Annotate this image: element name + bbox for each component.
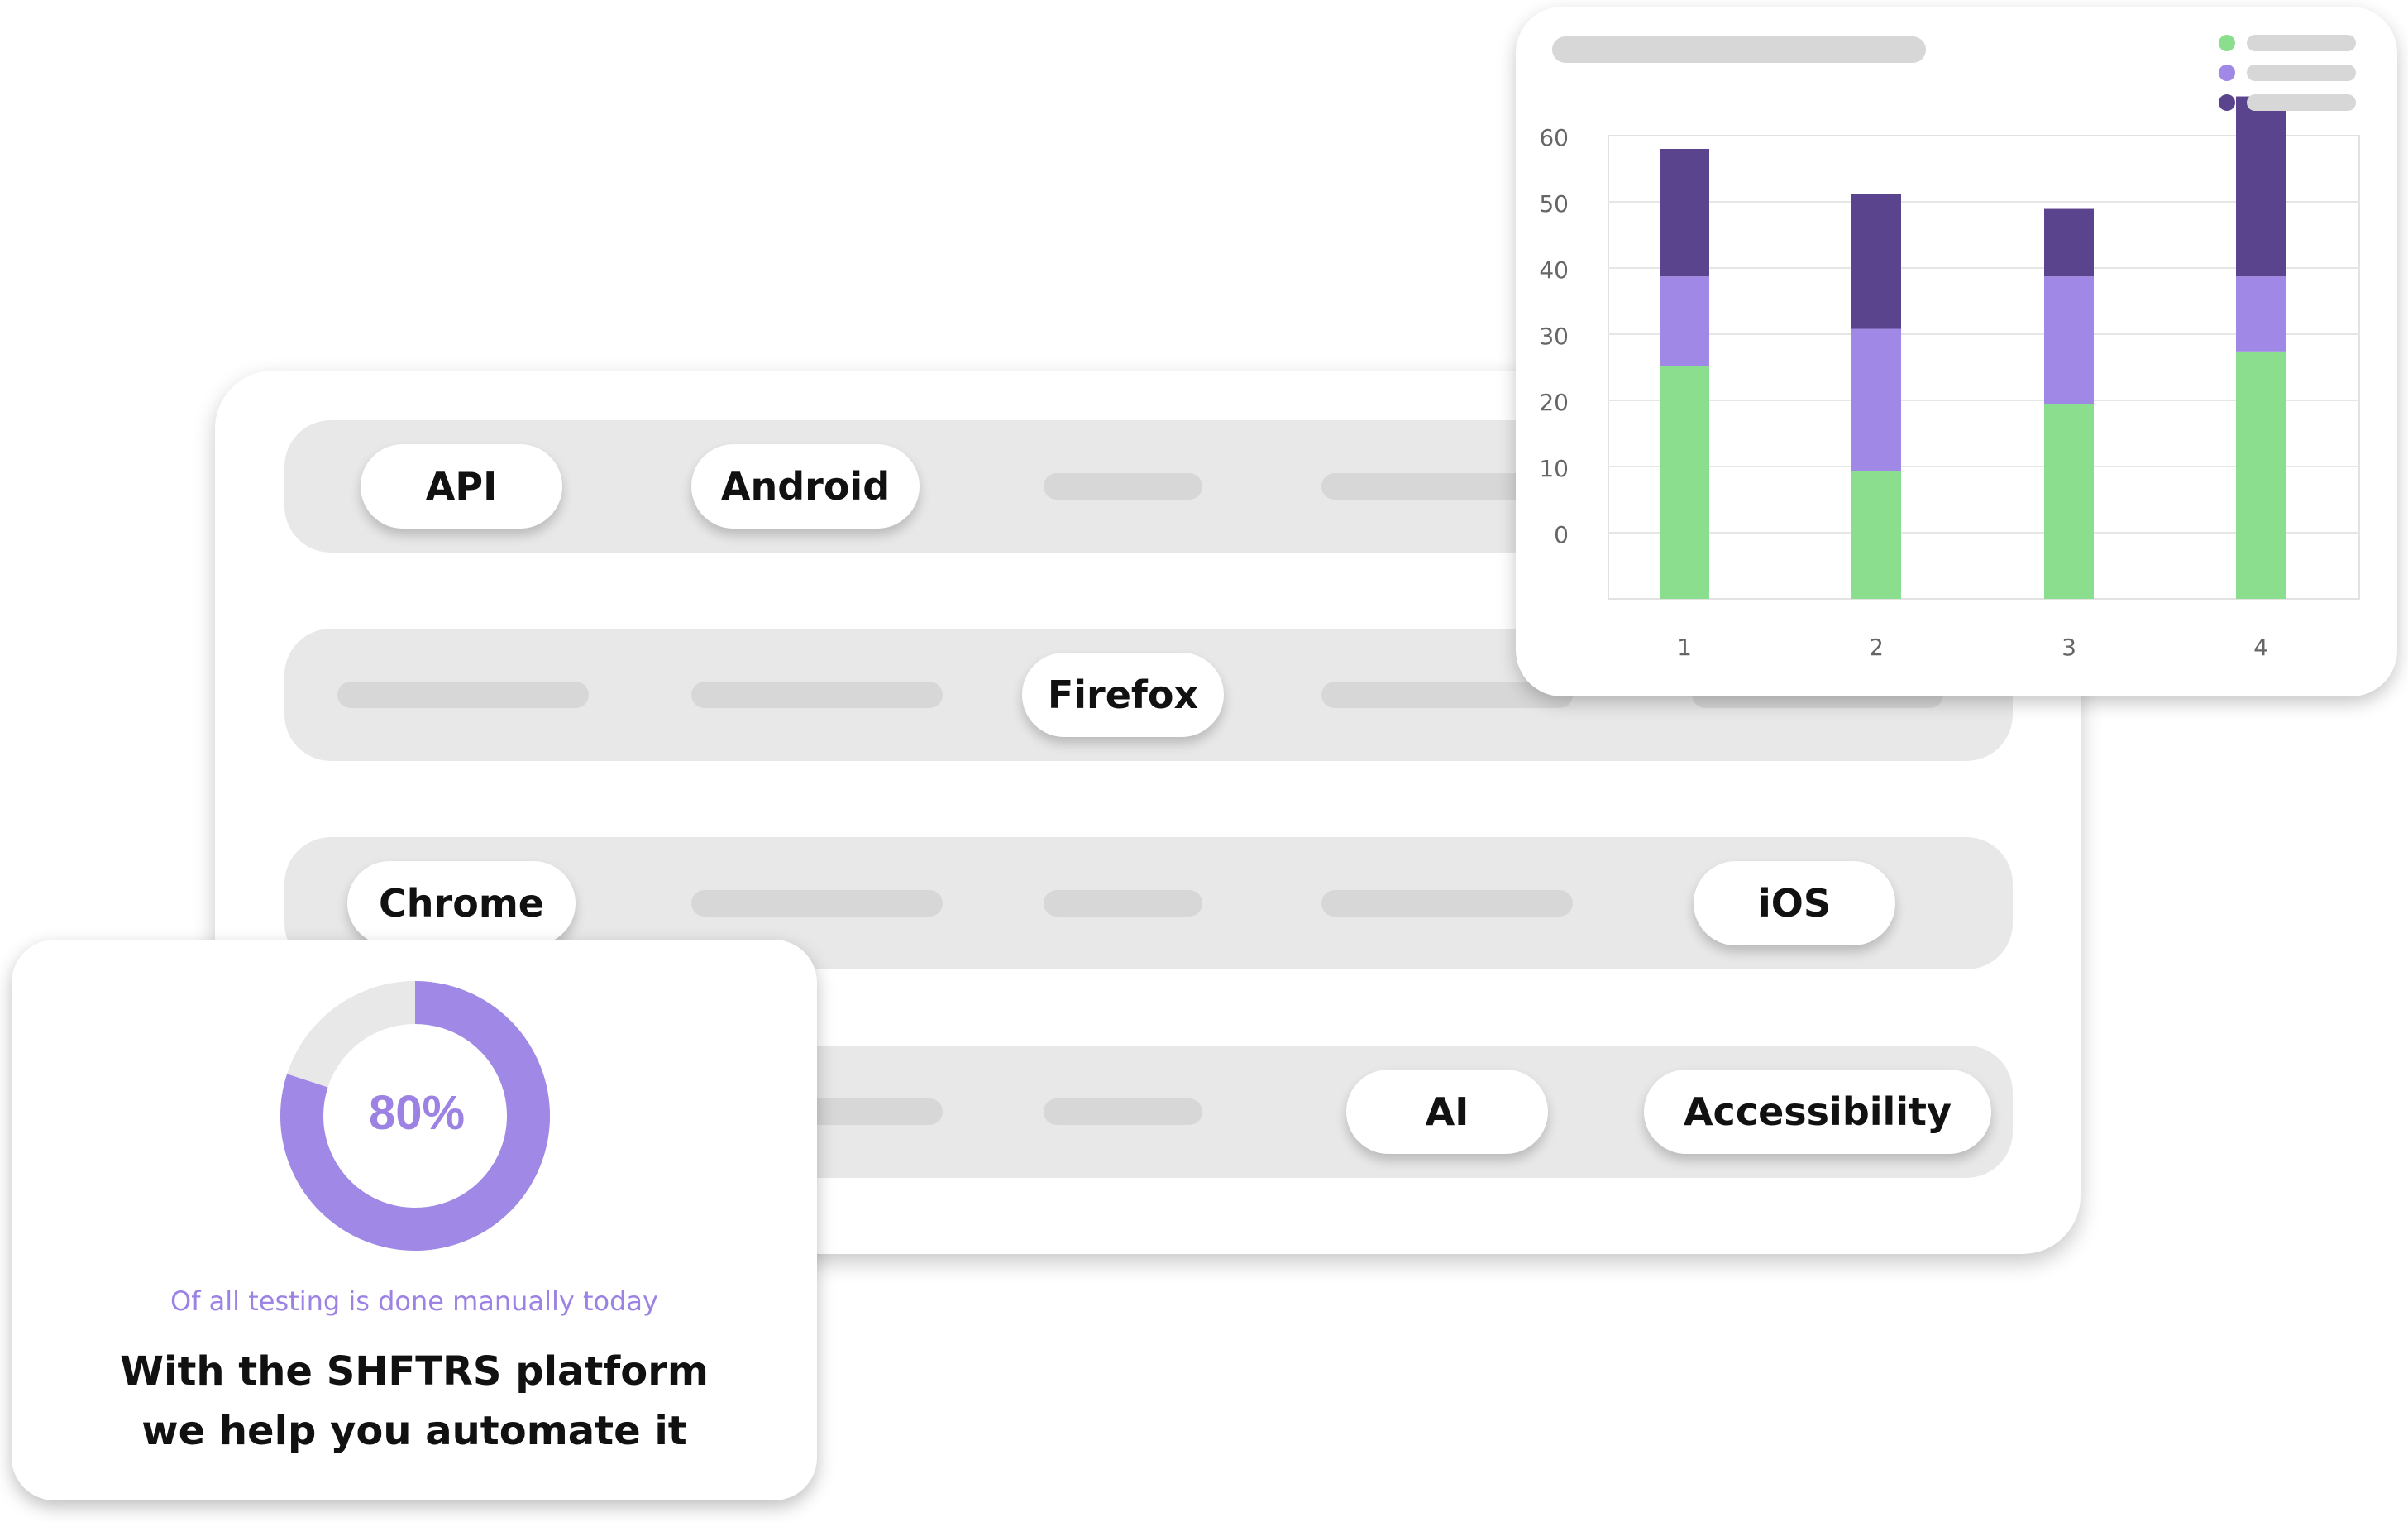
bar-segment — [2044, 208, 2094, 277]
bar-segment — [1660, 276, 1709, 366]
x-tick-label: 3 — [2062, 634, 2076, 661]
x-tick-label: 2 — [1869, 634, 1884, 661]
placeholder-bar — [1044, 1098, 1202, 1125]
legend-label-placeholder — [2247, 35, 2356, 51]
y-tick-label: 50 — [1539, 190, 1569, 218]
bar-segment — [2044, 276, 2094, 404]
stacked-bar-chart: 60 50 40 30 20 10 0 1 2 3 4 — [1539, 35, 2360, 661]
donut-progress — [280, 981, 550, 1251]
y-tick-label: 20 — [1539, 389, 1569, 416]
headline-line-1: With the SHFTRS platform — [120, 1348, 709, 1395]
y-tick-label: 40 — [1539, 256, 1569, 284]
legend-dot — [2219, 65, 2235, 81]
y-tick-label: 0 — [1554, 521, 1569, 548]
y-tick-label: 60 — [1539, 124, 1569, 151]
legend-label-placeholder — [2247, 94, 2356, 111]
bar-segment — [2044, 404, 2094, 599]
legend-dot — [2219, 94, 2235, 111]
placeholder-bar — [1044, 890, 1202, 917]
x-tick-label: 1 — [1677, 634, 1692, 661]
percent-label: 80% — [368, 1086, 466, 1140]
stat-card: 80% Of all testing is done manually toda… — [12, 940, 817, 1500]
tag-ai[interactable]: AI — [1346, 1070, 1548, 1154]
bar-segment — [1851, 194, 1901, 329]
placeholder-bar — [337, 682, 589, 708]
bar-segment — [1851, 328, 1901, 471]
chart-title-placeholder — [1552, 36, 1926, 63]
placeholder-bar — [1044, 473, 1202, 500]
legend-label-placeholder — [2247, 65, 2356, 81]
chart-card: 60 50 40 30 20 10 0 1 2 3 4 — [1516, 7, 2397, 696]
donut-chart — [280, 981, 550, 1251]
bar-segment — [2236, 276, 2286, 352]
y-tick-label: 30 — [1539, 323, 1569, 350]
legend-dot — [2219, 35, 2235, 51]
placeholder-bar — [1321, 682, 1573, 708]
tag-android[interactable]: Android — [691, 444, 920, 529]
bar-segment — [2236, 351, 2286, 599]
tag-firefox[interactable]: Firefox — [1022, 653, 1224, 737]
tag-chrome[interactable]: Chrome — [347, 861, 576, 945]
bar-segment — [1660, 149, 1709, 277]
placeholder-bar — [691, 890, 943, 917]
tag-accessibility[interactable]: Accessibility — [1644, 1070, 1991, 1154]
stat-headline: With the SHFTRS platform we help you aut… — [12, 1342, 817, 1461]
placeholder-bar — [1321, 890, 1573, 917]
y-tick-label: 10 — [1539, 455, 1569, 482]
headline-line-2: we help you automate it — [141, 1408, 687, 1454]
plot-frame — [1608, 135, 2360, 600]
tag-api[interactable]: API — [361, 444, 562, 529]
x-tick-label: 4 — [2253, 634, 2268, 661]
bar-segment — [1660, 366, 1709, 599]
bar-segment — [2236, 96, 2286, 277]
tag-ios[interactable]: iOS — [1694, 861, 1895, 945]
stat-caption: Of all testing is done manually today — [170, 1285, 658, 1317]
placeholder-bar — [691, 682, 943, 708]
bar-segment — [1851, 471, 1901, 599]
